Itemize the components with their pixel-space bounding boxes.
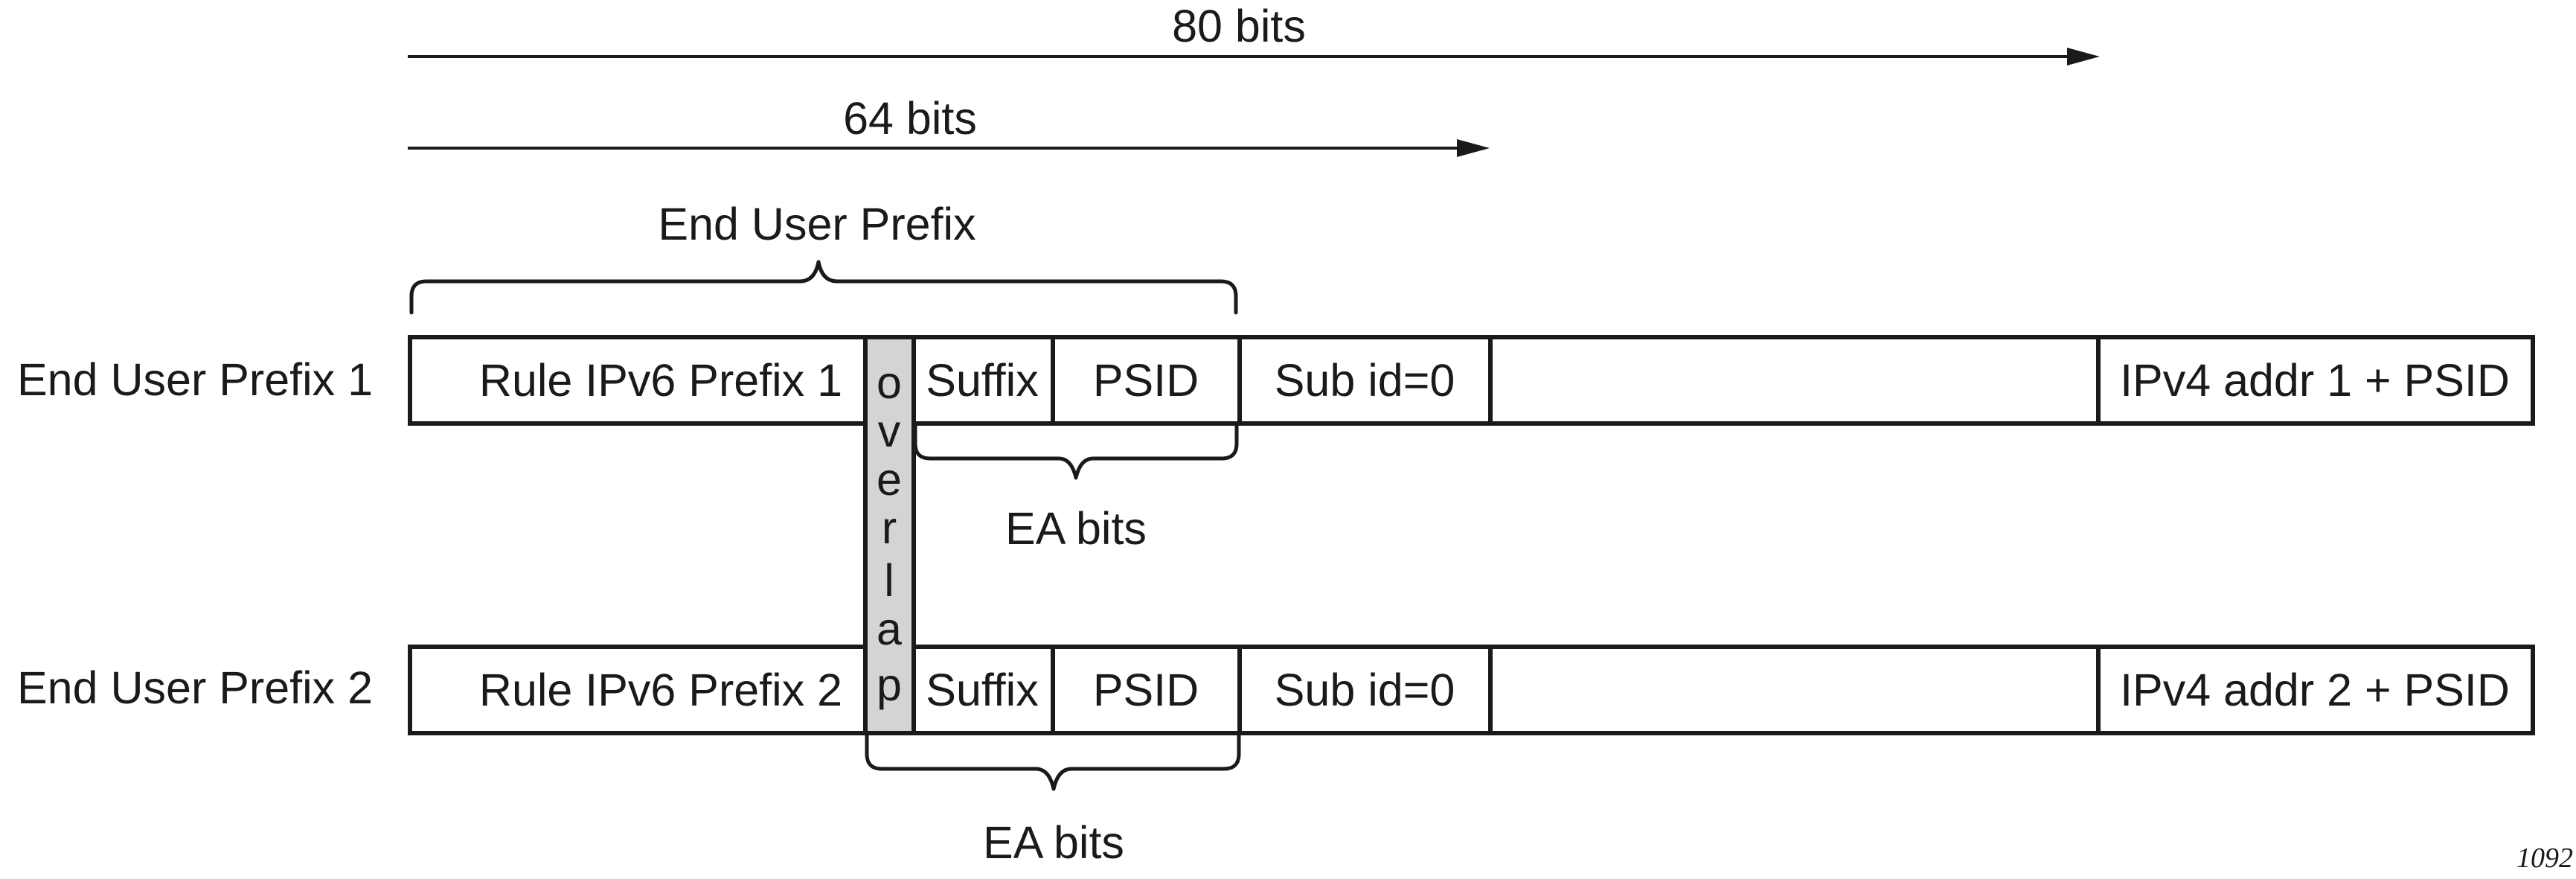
row-2-sub-id-field: Sub id=0 [1275,665,1455,715]
ea-bits-brace-1: EA bits [913,421,1239,554]
row-1-suffix-field: Suffix [926,355,1038,406]
row-2-ipv4-addr-psid: IPv4 addr 2 + PSID [2120,665,2510,715]
arrow-80-bits-label: 80 bits [1172,1,1306,51]
arrow-64-bits: 64 bits [408,93,1490,157]
row-2-suffix-field: Suffix [926,665,1038,715]
ea-bits-brace-2: EA bits [865,731,1241,868]
figure-id: 1092 [2516,843,2573,874]
ea-bits-label-2: EA bits [983,817,1124,868]
end-user-prefix-brace-label: End User Prefix [658,199,975,249]
row-1-sub-id-field: Sub id=0 [1275,355,1455,406]
overlap-letter-v: v [878,406,901,456]
row-1-ipv4-addr-psid: IPv4 addr 1 + PSID [2120,355,2510,406]
ea-bits-label-1: EA bits [1005,503,1147,554]
row-1-rule-ipv6-prefix: Rule IPv6 Prefix 1 [479,355,842,406]
overlap-letter-r: r [882,502,897,553]
end-user-prefix-1-row: End User Prefix 1 Rule IPv6 Prefix 1 Suf… [17,335,2535,426]
end-user-prefix-brace: End User Prefix [409,199,1238,315]
row-1-label: End User Prefix 1 [17,354,373,405]
overlap-letter-p: p [877,659,902,710]
overlap-letter-l: l [884,555,894,606]
row-2-bar [408,645,2535,735]
row-2-rule-ipv6-prefix: Rule IPv6 Prefix 2 [479,665,842,715]
arrow-80-bits: 80 bits [408,1,2100,65]
overlap-column: o v e r l a p [863,335,916,735]
row-2-psid-field: PSID [1093,665,1199,715]
end-user-prefix-2-row: End User Prefix 2 Rule IPv6 Prefix 2 Suf… [17,645,2535,735]
row-1-psid-field: PSID [1093,355,1199,406]
overlap-letter-o: o [877,357,902,408]
arrow-64-bits-label: 64 bits [843,93,977,144]
row-2-label: End User Prefix 2 [17,662,373,713]
overlap-letter-e: e [877,454,902,505]
overlap-letter-a: a [877,604,902,654]
row-1-bar [408,335,2535,426]
